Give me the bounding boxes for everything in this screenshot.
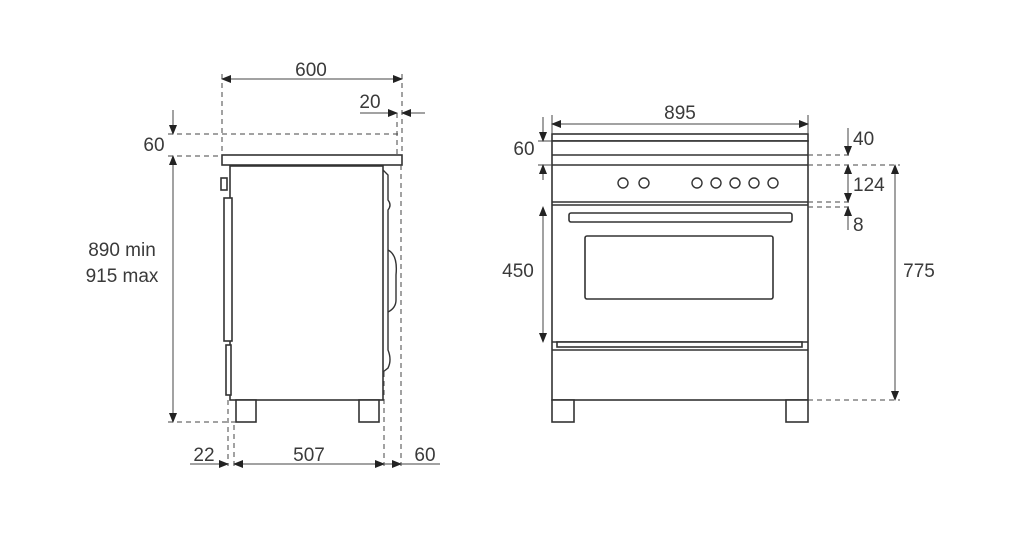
front-foot-left [551, 399, 575, 423]
knob-5 [729, 177, 741, 189]
front-top-lid [551, 133, 809, 142]
side-rear-handle [387, 249, 398, 313]
label-60-rear: 60 [414, 445, 435, 466]
side-worktop [221, 154, 403, 166]
label-895: 895 [664, 103, 696, 124]
front-foot-right [785, 399, 809, 423]
side-foot-front [235, 399, 257, 423]
oven-window [584, 235, 774, 300]
side-door-knob [220, 177, 228, 191]
side-rear-panel [382, 169, 391, 373]
knob-6 [748, 177, 760, 189]
label-600: 600 [295, 60, 327, 81]
knob-2 [638, 177, 650, 189]
front-view: 895 60 40 124 8 450 775 [502, 103, 935, 423]
label-915-max: 915 max [86, 266, 159, 287]
side-foot-rear [358, 399, 380, 423]
label-20: 20 [359, 92, 380, 113]
knob-4 [710, 177, 722, 189]
label-450: 450 [502, 261, 534, 282]
knob-3 [691, 177, 703, 189]
side-view: 600 20 60 890 min 915 max 22 507 60 [86, 60, 440, 468]
oven-handle [568, 212, 793, 223]
label-124: 124 [853, 175, 885, 196]
storage-drawer-rail [556, 341, 803, 348]
label-507: 507 [293, 445, 325, 466]
side-drawer [225, 344, 232, 396]
label-60-front: 60 [513, 139, 534, 160]
label-22: 22 [193, 445, 214, 466]
knob-7 [767, 177, 779, 189]
label-8: 8 [853, 215, 864, 236]
side-cabinet [229, 165, 384, 401]
side-door [223, 197, 233, 342]
knob-1 [617, 177, 629, 189]
label-890-min: 890 min [88, 240, 156, 261]
label-60-side: 60 [143, 135, 164, 156]
label-775: 775 [903, 261, 935, 282]
label-40: 40 [853, 129, 874, 150]
